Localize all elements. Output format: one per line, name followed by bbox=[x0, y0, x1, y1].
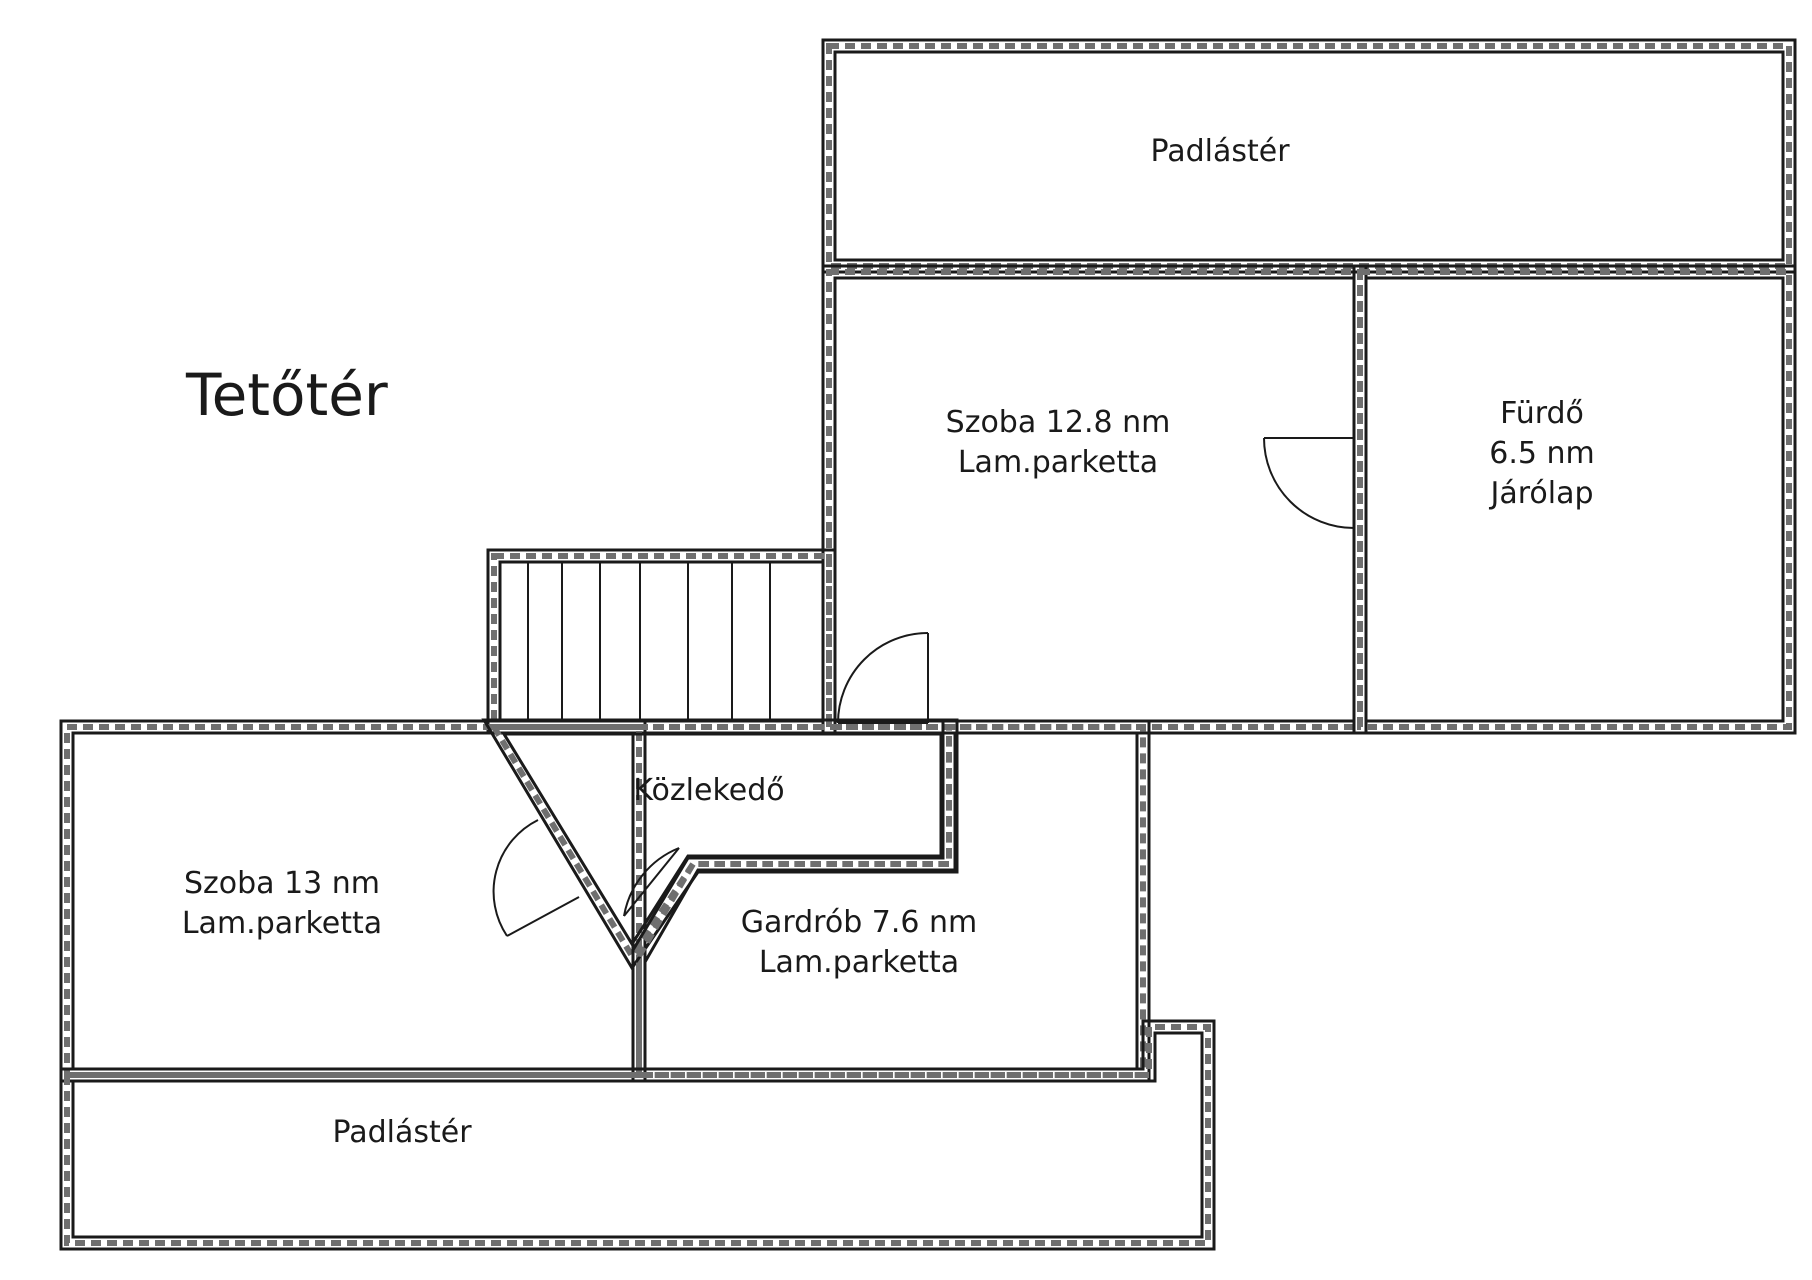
room-szoba-right: Szoba 12.8 nm Lam.parketta bbox=[946, 405, 1171, 480]
room-gardrob: Gardrób 7.6 nm Lam.parketta bbox=[741, 905, 978, 980]
room-name: Szoba 13 nm bbox=[184, 866, 380, 901]
door-kozlekedo-gardrob bbox=[623, 847, 680, 917]
room-floor: Lam.parketta bbox=[958, 445, 1158, 480]
wall-szoba-left bbox=[64, 724, 642, 1078]
room-area: 6.5 nm bbox=[1489, 436, 1594, 471]
wall-padlaster-top bbox=[826, 43, 1792, 269]
wall-kozlekedo bbox=[488, 724, 952, 962]
room-szoba-left: Szoba 13 nm Lam.parketta bbox=[182, 866, 382, 941]
wall-szoba-right bbox=[826, 269, 1363, 730]
doors bbox=[492, 437, 1355, 937]
wall-furdo bbox=[1357, 269, 1792, 730]
room-padlaster-top: Padlástér bbox=[1150, 134, 1290, 169]
room-floor: Járólap bbox=[1488, 476, 1593, 511]
room-furdo: Fürdő 6.5 nm Járólap bbox=[1488, 396, 1594, 511]
room-floor: Lam.parketta bbox=[759, 945, 959, 980]
room-floor: Lam.parketta bbox=[182, 906, 382, 941]
room-name: Gardrób 7.6 nm bbox=[741, 905, 978, 940]
door-szoba-right-furdo bbox=[1263, 437, 1355, 529]
door-kozlekedo-szoba-left bbox=[492, 819, 580, 937]
room-name: Szoba 12.8 nm bbox=[946, 405, 1171, 440]
staircase bbox=[527, 562, 771, 721]
plan-title: Tetőtér bbox=[185, 361, 388, 429]
room-name: Fürdő bbox=[1500, 396, 1584, 431]
room-name: Közlekedő bbox=[633, 773, 784, 808]
door-kozlekedo-szoba-right bbox=[837, 632, 929, 724]
room-name: Padlástér bbox=[1150, 134, 1290, 169]
wall-staircase bbox=[491, 553, 832, 730]
room-padlaster-bottom: Padlástér bbox=[332, 1115, 472, 1150]
walls bbox=[59, 38, 1797, 1251]
room-name: Padlástér bbox=[332, 1115, 472, 1150]
wall-padlaster-bottom bbox=[64, 1024, 1211, 1246]
room-kozlekedo: Közlekedő bbox=[633, 773, 784, 808]
